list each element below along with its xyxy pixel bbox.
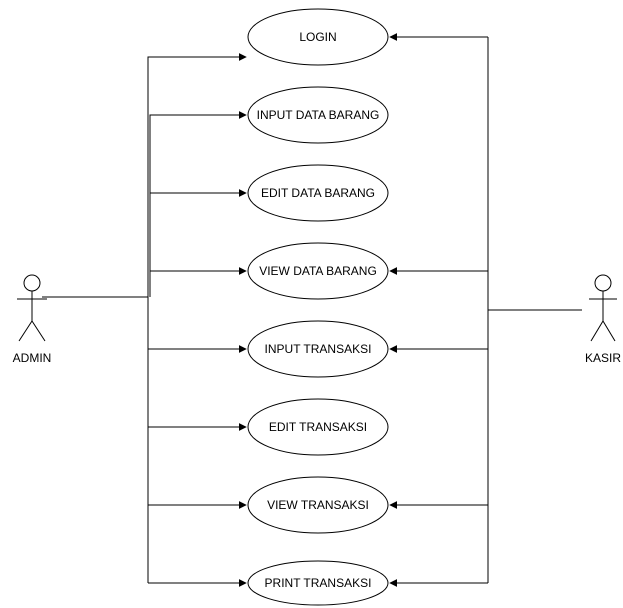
actor-label: KASIR bbox=[585, 351, 621, 365]
use-case-label: EDIT DATA BARANG bbox=[261, 186, 375, 200]
use-case-input-transaksi[interactable]: INPUT TRANSAKSI bbox=[247, 320, 389, 378]
connector-admin-input-data-barang bbox=[149, 111, 247, 297]
kasir-connectors bbox=[389, 33, 582, 587]
actor-admin[interactable]: ADMIN bbox=[13, 274, 52, 365]
use-case-label: PRINT TRANSAKSI bbox=[265, 576, 372, 590]
use-case-print-transaksi[interactable]: PRINT TRANSAKSI bbox=[247, 560, 389, 606]
use-case-input-data-barang[interactable]: INPUT DATA BARANG bbox=[247, 86, 389, 144]
use-case-view-data-barang[interactable]: VIEW DATA BARANG bbox=[247, 242, 389, 300]
use-case-edit-data-barang[interactable]: EDIT DATA BARANG bbox=[247, 164, 389, 222]
stick-figure-icon bbox=[589, 274, 617, 342]
actor-kasir[interactable]: KASIR bbox=[585, 274, 621, 365]
use-case-label: VIEW DATA BARANG bbox=[259, 264, 377, 278]
use-case-label: LOGIN bbox=[299, 30, 336, 44]
use-case-label: INPUT TRANSAKSI bbox=[265, 342, 372, 356]
use-case-label: INPUT DATA BARANG bbox=[257, 108, 380, 122]
actor-label: ADMIN bbox=[13, 351, 52, 365]
use-case-edit-transaksi[interactable]: EDIT TRANSAKSI bbox=[247, 398, 389, 456]
use-case-login[interactable]: LOGIN bbox=[247, 8, 389, 66]
use-case-label: VIEW TRANSAKSI bbox=[267, 498, 369, 512]
use-case-label: EDIT TRANSAKSI bbox=[269, 420, 367, 434]
connector-admin-login bbox=[147, 53, 247, 297]
admin-connectors bbox=[42, 53, 247, 587]
use-case-view-transaksi[interactable]: VIEW TRANSAKSI bbox=[247, 476, 389, 534]
stick-figure-icon bbox=[17, 274, 47, 342]
